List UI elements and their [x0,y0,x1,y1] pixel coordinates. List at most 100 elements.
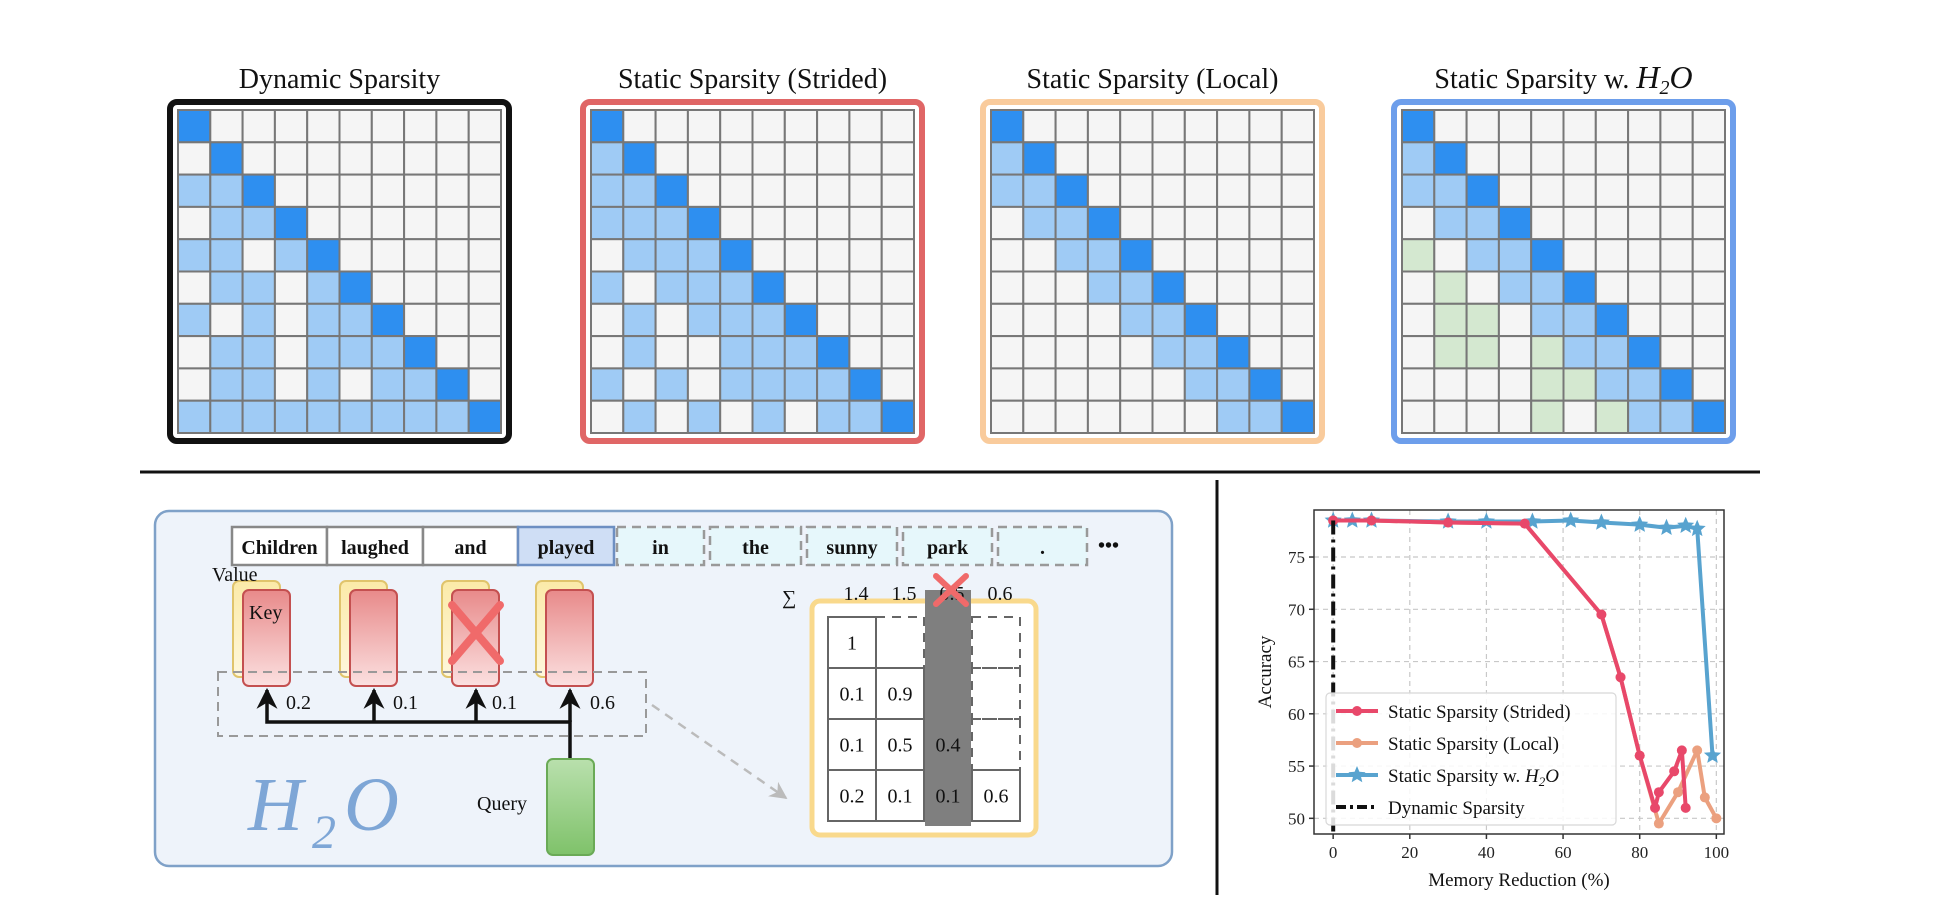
data-point [1688,519,1706,537]
attention-score: 0.1 [393,692,418,714]
data-point [1631,515,1649,532]
data-point [1677,516,1695,533]
data-point [1653,787,1664,798]
matrix-cell [1086,367,1122,402]
matrix-cell [1280,238,1315,273]
matrix-cell [1248,205,1283,241]
matrix-cell [1183,173,1219,208]
matrix-cell [1659,238,1694,273]
attention-score: 0.1 [492,692,517,714]
matrix-cell [719,367,754,402]
y-tick-label: 55 [1288,757,1305,776]
data-point [1650,802,1661,813]
matrix-cell [880,173,916,208]
sum-table-cell [875,769,925,822]
matrix-cell [622,173,657,208]
sum-table-value: 0.1 [840,735,865,757]
matrix-cell [1022,173,1057,208]
matrix-title: Static Sparsity (Local) [1027,64,1279,95]
matrix-cell [177,109,212,144]
matrix-cell [1216,335,1251,370]
data-point [1592,513,1610,530]
matrix-cell [338,302,373,338]
token-box [421,525,520,567]
matrix-cell [467,173,503,208]
matrix-cell [1497,173,1533,208]
matrix-cell [590,205,625,241]
matrix-cell [467,399,503,435]
matrix-cell [403,335,438,370]
x-tick-label: 80 [1631,843,1648,862]
token-box-future [996,525,1089,567]
matrix-cell [719,238,754,273]
matrix-cell [1216,270,1251,305]
matrix-cell [177,335,212,370]
matrix-cell [1497,141,1533,176]
matrix-cell [816,109,851,144]
matrix-cell [435,173,470,208]
matrix-cell [1465,302,1500,338]
matrix-cell [654,141,689,176]
matrix-cell [1401,109,1436,144]
matrix-cell [654,109,689,144]
matrix-cell [1119,399,1154,435]
matrix-cell [1054,335,1089,370]
matrix-cell [1691,173,1726,208]
matrix-cell [880,205,916,241]
matrix-cell [273,141,309,176]
token-text: park [927,537,969,559]
data-point [1328,515,1339,526]
matrix-cell [370,173,406,208]
matrix-title-text: Dynamic Sparsity [239,64,440,95]
matrix-cell [209,141,244,176]
matrix-cell [1022,141,1057,176]
matrix-cell [1530,109,1565,144]
matrix-cell [1280,270,1315,305]
matrix-cell [1151,399,1186,435]
matrix-cell [880,109,916,144]
matrix-cell [816,270,851,305]
matrix-cell [816,205,851,241]
data-point [1699,792,1710,803]
matrix-cell [1248,109,1283,144]
matrix-cell [403,173,438,208]
matrix-cell [686,141,722,176]
matrix-cell [435,270,470,305]
matrix-cell [273,335,309,370]
matrix-cell [177,399,212,435]
data-point [1680,802,1691,813]
matrix-cell [719,335,754,370]
h2o-logo: H 2 O [247,763,399,859]
token-text: the [742,537,769,559]
matrix-cell [1086,141,1122,176]
matrix-cell [590,270,625,305]
matrix-cell [467,205,503,241]
matrix-cell [1054,141,1089,176]
matrix-cell [403,270,438,305]
matrix-cell [1562,238,1597,273]
matrix-cell [241,238,276,273]
matrix-cell [1280,109,1315,144]
y-tick-label: 60 [1288,705,1305,724]
matrix-cell [783,399,819,435]
matrix-cell [1691,270,1726,305]
matrix-cell [1530,141,1565,176]
matrix-cell [241,205,276,241]
matrix-cell [816,141,851,176]
matrix-cell [1627,109,1662,144]
matrix-cell [370,270,406,305]
matrix-cell [1119,141,1154,176]
matrix-cell [686,335,722,370]
matrix-cell [1119,302,1154,338]
key-block [242,589,291,687]
matrix-cell [1659,399,1694,435]
matrix-cell [209,238,244,273]
key-label: Key [249,602,282,624]
matrix-cell [686,399,722,435]
matrix-cell [1562,141,1597,176]
matrix-cell [848,238,883,273]
matrix-cell [1594,109,1630,144]
matrix-cell [1216,173,1251,208]
